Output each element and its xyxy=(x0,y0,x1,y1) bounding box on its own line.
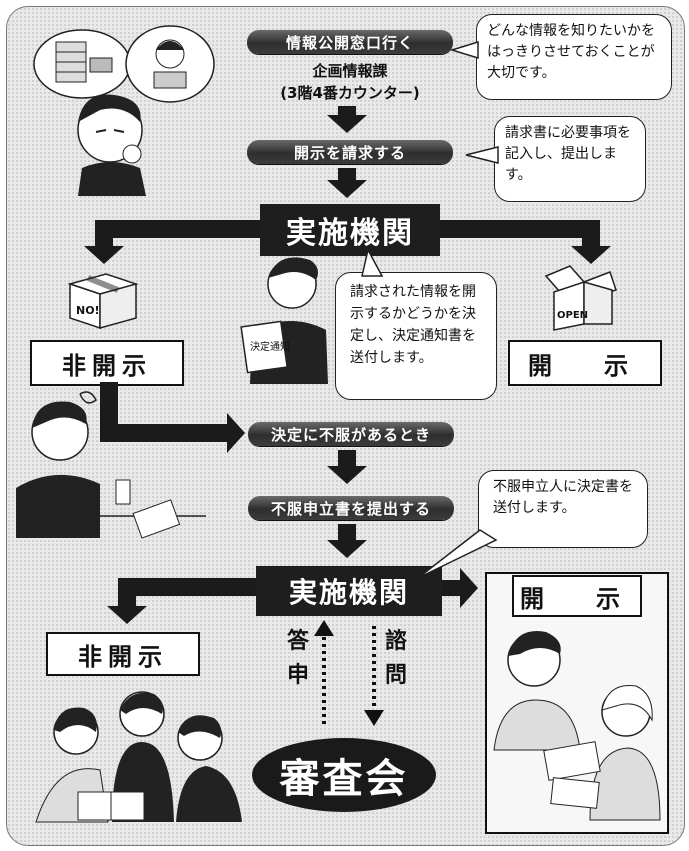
bubble-decide: 請求された情報を開示するかどうかを決定し、決定通知書を送付します。 xyxy=(335,272,497,400)
arrow-3-shaft xyxy=(338,450,356,466)
appeal-path-h xyxy=(100,424,228,442)
svg-text:決定通知: 決定通知 xyxy=(250,340,290,353)
bubble-fill-form: 請求書に必要事項を記入し、提出します。 xyxy=(494,116,646,202)
thinking-person-illustration xyxy=(33,25,215,196)
branch2-left-v xyxy=(118,578,136,608)
branch-left-head xyxy=(84,246,124,264)
disclosure-label-2: 開 示 xyxy=(512,575,642,617)
nondisclosure-label-1: 非開示 xyxy=(30,340,184,386)
disclosure-label-1: 開 示 xyxy=(508,340,662,386)
arrow-4-shaft xyxy=(338,524,356,540)
branch2-left-h xyxy=(118,578,256,596)
step-request-disclosure: 開示を請求する xyxy=(247,140,453,164)
answer-inquiry-arrows xyxy=(314,620,384,726)
branch-left-h xyxy=(95,220,260,238)
appeal-path-head xyxy=(227,413,245,453)
step-submit-objection: 不服申立書を提出する xyxy=(248,496,454,520)
bubble-1-tail xyxy=(449,40,479,60)
nondisclosure-label-2: 非開示 xyxy=(46,632,200,676)
branch-right-v xyxy=(582,220,600,248)
implementing-agency-2: 実施機関 xyxy=(256,566,442,616)
implementing-agency-1: 実施機関 xyxy=(260,204,440,256)
branch2-right-h xyxy=(442,580,462,596)
bubble-2-tail xyxy=(465,146,499,164)
bubble-3-tail xyxy=(361,247,384,277)
office-name: 企画情報課 xyxy=(312,62,388,80)
svg-text:NO!: NO! xyxy=(76,304,100,317)
arrow-1-shaft xyxy=(338,106,356,116)
closed-box-illustration: NO! xyxy=(67,273,139,330)
branch2-right-head xyxy=(460,568,478,608)
step-dissatisfied: 決定に不服があるとき xyxy=(248,422,454,446)
group-people-illustration xyxy=(35,691,242,823)
arrow-1-head xyxy=(327,115,367,133)
office-location: (3階4番カウンター) xyxy=(280,84,420,102)
branch2-left-head xyxy=(107,606,147,624)
inquiry-label: 諮問 xyxy=(384,629,407,688)
arrow-4-head xyxy=(327,540,367,558)
consultation-illustration xyxy=(493,631,661,821)
branch-right-head xyxy=(571,246,611,264)
arrow-3-head xyxy=(327,466,367,484)
reading-person-illustration: 決定通知 xyxy=(240,257,328,384)
open-box-illustration: OPEN xyxy=(544,265,617,331)
bubble-4-tail xyxy=(417,529,498,579)
svg-text:OPEN: OPEN xyxy=(557,310,588,321)
answer-label: 答申 xyxy=(286,629,309,688)
bubble-know-info: どんな情報を知りたいかをはっきりさせておくことが大切です。 xyxy=(476,14,672,100)
arrow-2-shaft xyxy=(338,168,356,180)
arrow-2-head xyxy=(327,180,367,198)
branch-right-h xyxy=(440,220,600,238)
appeal-path-v xyxy=(100,382,118,432)
upset-person-illustration xyxy=(16,391,206,539)
branch-left-v xyxy=(95,220,113,248)
bubble-send-decision: 不服申立人に決定書を送付します。 xyxy=(478,470,648,548)
review-board: 審査会 xyxy=(252,738,436,812)
step-visit-window: 情報公開窓口行く xyxy=(247,30,453,54)
